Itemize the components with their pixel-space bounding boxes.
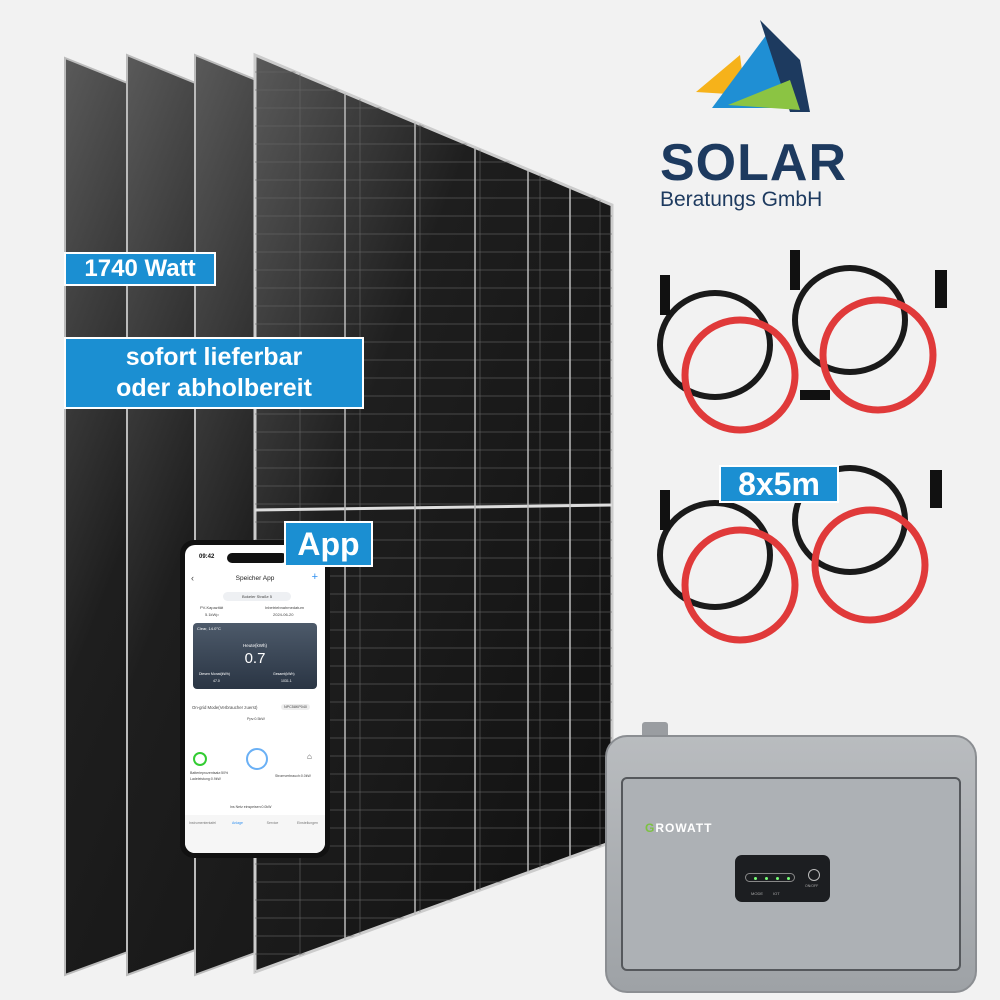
- today-value: 0.7: [244, 650, 266, 667]
- growatt-battery: GROWATT MODE IOT ON/OFF: [605, 735, 977, 993]
- phone-time: 09:42: [199, 554, 215, 560]
- nav-anlage[interactable]: Anlage: [232, 821, 243, 825]
- bottom-nav: Instrumententafel Anlage Service Einstel…: [185, 815, 325, 853]
- total-value: 1031.1: [281, 679, 292, 683]
- nav-dashboard[interactable]: Instrumententafel: [188, 821, 217, 825]
- availability-line-2: oder abholbereit: [116, 374, 312, 402]
- back-icon[interactable]: ‹: [191, 573, 194, 583]
- power-label: ON/OFF: [805, 884, 819, 888]
- logo-subtitle: Beratungs GmbH: [660, 188, 823, 211]
- pv-value: 5.1kWp: [205, 612, 219, 617]
- solar-panel: [253, 52, 614, 975]
- battery-info: Batterieprozentsatz:50%: [190, 771, 229, 775]
- ppv-value: Ppv:0.5kW: [247, 717, 265, 721]
- inverter-icon: [246, 748, 268, 770]
- led-indicator: [745, 873, 795, 882]
- battery-brand-wrap: GROWATT: [645, 819, 712, 837]
- battery-brand: GROWATT: [645, 821, 713, 835]
- pv-label: PV-Kapazität: [200, 605, 224, 610]
- app-badge: App: [284, 521, 373, 567]
- home-icon: ⌂: [307, 752, 312, 761]
- availability-badge: sofort lieferbar oder abholbereit: [64, 337, 364, 409]
- nav-service[interactable]: Service: [266, 821, 279, 825]
- add-icon[interactable]: +: [311, 571, 318, 583]
- cables-badge: 8x5m: [719, 465, 839, 503]
- cable-connectors: [660, 250, 947, 530]
- device-selector[interactable]: NPC58KP040: [281, 704, 310, 710]
- today-label: Heute(kWh): [242, 643, 267, 648]
- grid-info: Ins Netz einspeisen:0.0kW: [230, 805, 272, 809]
- phone-mockup: 09:42 ‹ Speicher App + Bokeler Straße 5 …: [180, 540, 330, 858]
- iot-button[interactable]: IOT: [773, 891, 780, 896]
- weather: Clear, 14.0°C: [197, 626, 221, 631]
- dynamic-island: [227, 553, 287, 563]
- total-label: Gesamt(kWh): [273, 672, 295, 676]
- app-title: Speicher App: [235, 575, 275, 582]
- nav-settings[interactable]: Einstellungen: [296, 821, 318, 825]
- logo-brand: SOLAR: [660, 134, 847, 192]
- solar-logo-icon: [696, 20, 810, 112]
- month-label: Diesen Monat(kWh): [199, 672, 230, 676]
- power-icon[interactable]: [808, 869, 820, 881]
- energy-card[interactable]: Clear, 14.0°C Heute(kWh) 0.7 Diesen Mona…: [193, 623, 317, 689]
- battery-gauge: [193, 752, 207, 766]
- charge-info: Ladeleistung:0.9kW: [190, 777, 221, 781]
- control-panel: MODE IOT ON/OFF: [735, 855, 830, 902]
- consumption-info: Stromverbrauch:0.0kW: [275, 774, 311, 778]
- power-badge: 1740 Watt: [64, 252, 216, 286]
- month-value: 47.0: [213, 679, 220, 683]
- address-selector[interactable]: Bokeler Straße 5: [223, 592, 291, 601]
- date-label: Inbetriebnahmedatum: [265, 605, 304, 610]
- mode-button[interactable]: MODE: [751, 891, 763, 896]
- mode-label: On-grid Mode(Verbraucher zuerst): [192, 705, 258, 710]
- cable-coil-red: [681, 296, 937, 644]
- date-value: 2024-06-20: [273, 612, 294, 617]
- availability-line-1: sofort lieferbar: [125, 343, 303, 371]
